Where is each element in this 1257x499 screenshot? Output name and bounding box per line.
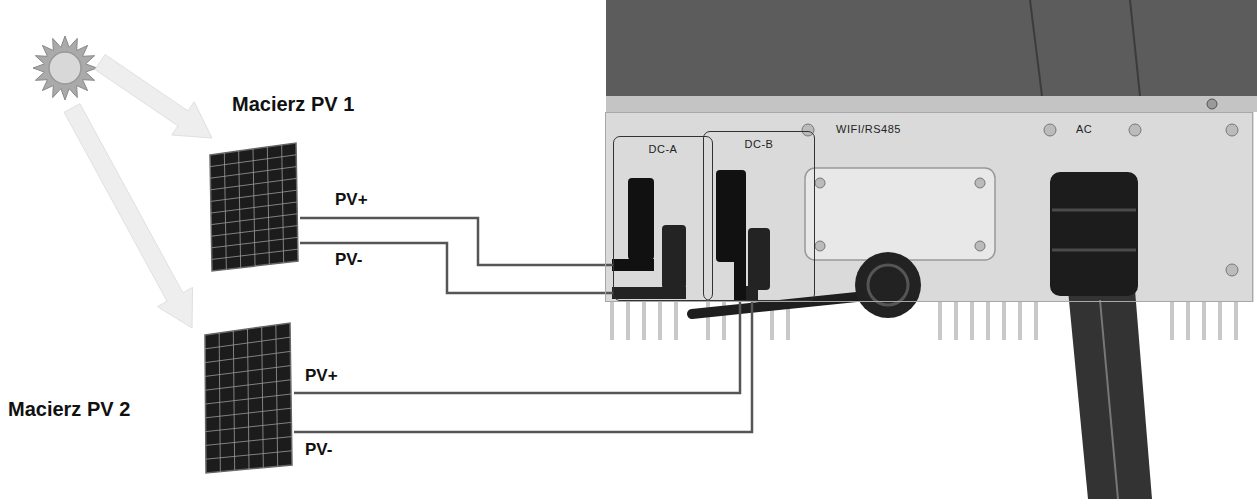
panel-cell-line	[211, 190, 297, 201]
screw	[1226, 264, 1238, 276]
dc-plug	[662, 225, 686, 289]
ac-cable	[1068, 290, 1152, 499]
dc-plug-stub	[746, 286, 758, 302]
fin	[1186, 302, 1190, 340]
panel-cell-line	[205, 351, 290, 362]
fin	[1234, 302, 1238, 340]
dc-plug	[748, 228, 770, 290]
cable-gland-ring	[868, 265, 908, 305]
pv-panel: Macierz PV 1	[208, 143, 300, 273]
panel-cell-line	[205, 337, 290, 349]
wire-polarity-label: PV+	[305, 366, 338, 386]
panel-cell-line	[206, 422, 292, 431]
ac-gland	[1050, 172, 1138, 296]
dc-plug	[628, 178, 654, 260]
screw	[1207, 99, 1217, 109]
dc-wire	[294, 301, 752, 432]
panel-cell-line	[211, 178, 297, 189]
dc-port-box: DC-B	[703, 131, 815, 301]
light-arrow	[95, 55, 212, 139]
fin	[1218, 302, 1222, 340]
panel-cell-line	[211, 226, 297, 237]
dc-wire	[300, 243, 613, 293]
panel-cell-line	[212, 237, 298, 247]
array-label: Macierz PV 1	[232, 93, 354, 116]
fin	[626, 302, 630, 340]
dc-port-box: DC-A	[613, 136, 713, 301]
fin	[970, 302, 974, 340]
dc-plug-stub	[612, 259, 654, 271]
panel-cell-line	[205, 380, 290, 390]
fin	[954, 302, 958, 340]
panel-cell-line	[211, 202, 297, 213]
wifi-plate	[805, 168, 995, 260]
port-label: AC	[1076, 123, 1092, 135]
ac-gland-ring	[1052, 209, 1136, 212]
inverter-seam	[1130, 0, 1140, 96]
inverter-face	[606, 112, 1254, 302]
panel-cell-line	[206, 451, 292, 459]
inverter-edge	[606, 96, 1257, 112]
fin	[1202, 302, 1206, 340]
ac-cable-strand	[1100, 300, 1118, 499]
dc-plug-stub	[612, 287, 686, 299]
screw	[975, 241, 985, 251]
panel-cell-line	[210, 155, 296, 167]
inverter-top	[606, 0, 1257, 96]
solar-panel-outline	[204, 323, 294, 473]
panel-cell-line	[211, 214, 297, 225]
pv-panel: Macierz PV 2	[204, 323, 294, 473]
dc-plug-stub	[734, 258, 746, 302]
sun-rays	[33, 36, 97, 100]
wire-polarity-label: PV-	[335, 250, 362, 270]
fin	[1018, 302, 1022, 340]
screw	[975, 178, 985, 188]
fin	[658, 302, 662, 340]
screw	[1044, 124, 1056, 136]
screw	[815, 178, 825, 188]
panel-cell-line	[206, 394, 292, 404]
fin	[986, 302, 990, 340]
port-label: WIFI/RS485	[836, 123, 901, 135]
screw	[1226, 124, 1238, 136]
array-label: Macierz PV 2	[8, 398, 130, 421]
panel-cell-line	[206, 408, 292, 418]
solar-panel-outline	[208, 143, 300, 273]
panel-cell-line	[210, 167, 296, 179]
panel-cell-line	[206, 437, 292, 446]
dc-plug	[716, 170, 746, 262]
panel-surface	[205, 323, 292, 473]
fin	[1034, 302, 1038, 340]
fin	[1170, 302, 1174, 340]
fin	[610, 302, 614, 340]
light-arrow	[64, 104, 193, 328]
panel-cell-line	[212, 249, 298, 259]
cable-gland	[855, 252, 921, 318]
wire-polarity-label: PV-	[305, 440, 332, 460]
sun-disc	[49, 52, 81, 84]
screw	[802, 124, 814, 136]
port-label: DC-A	[614, 143, 712, 155]
screw	[815, 241, 825, 251]
panel-surface	[210, 143, 298, 271]
panel-cell-line	[205, 366, 290, 377]
ac-gland-ring	[1052, 249, 1136, 252]
fin	[938, 302, 942, 340]
screw	[1129, 124, 1141, 136]
inverter-seam	[1030, 0, 1042, 96]
port-label: DC-B	[704, 138, 814, 150]
fin	[674, 302, 678, 340]
fin	[1002, 302, 1006, 340]
wire-polarity-label: PV+	[335, 190, 368, 210]
dc-wire	[294, 301, 740, 393]
fin	[642, 302, 646, 340]
inverter-housing: WIFI/RS485 AC DC-ADC-B	[605, 112, 1253, 302]
